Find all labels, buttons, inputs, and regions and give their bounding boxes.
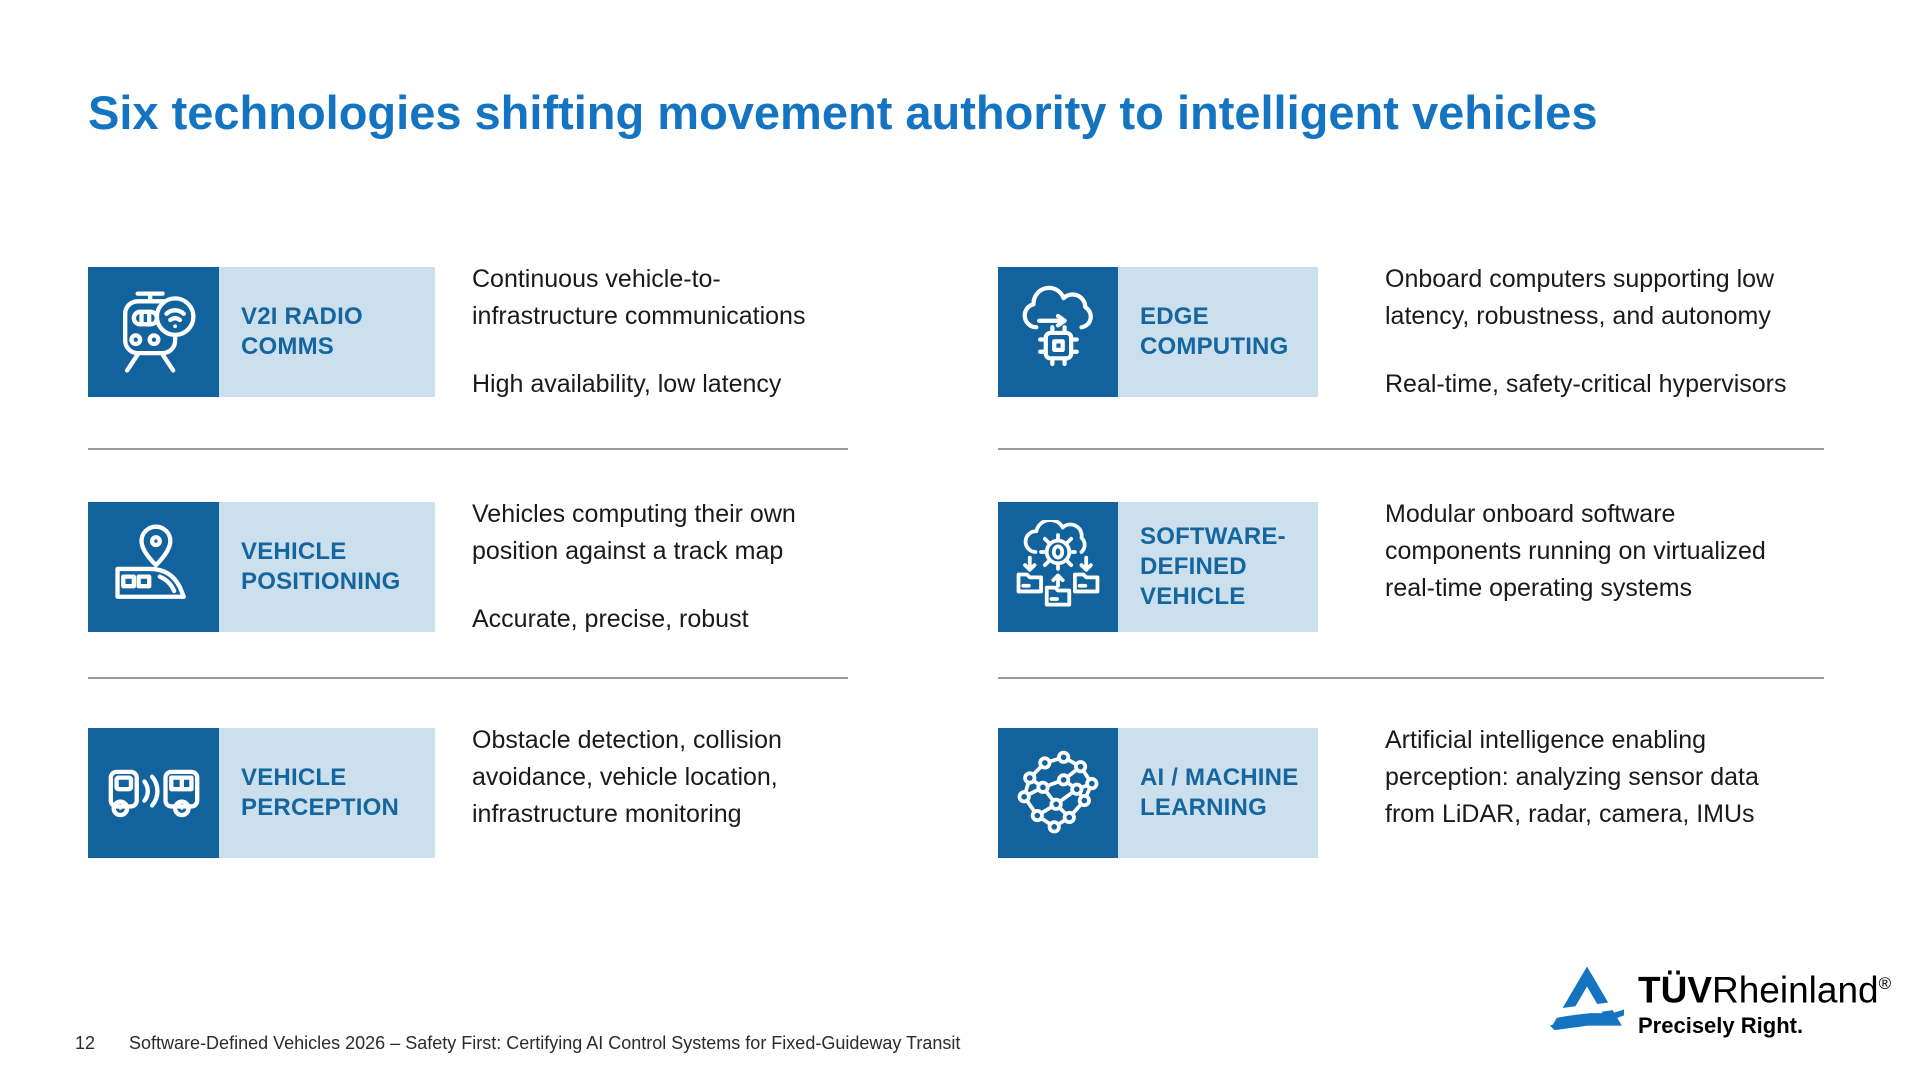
- item-software-defined-vehicle: SOFTWARE- DEFINED VEHICLE Modular onboar…: [998, 500, 1858, 634]
- logo-text: TÜVRheinland® Precisely Right.: [1638, 964, 1891, 1039]
- item-label-box: SOFTWARE- DEFINED VEHICLE: [1118, 502, 1318, 632]
- item-badge: SOFTWARE- DEFINED VEHICLE: [998, 502, 1318, 632]
- item-badge: VEHICLE PERCEPTION: [88, 728, 435, 858]
- description-paragraph: Vehicles computing their own position ag…: [472, 500, 796, 565]
- item-label-box: V2I RADIO COMMS: [219, 267, 435, 397]
- tram-wifi-icon: [88, 267, 219, 397]
- logo-tagline: Precisely Right.: [1638, 1013, 1804, 1039]
- tuv-triangle-icon: [1548, 964, 1626, 1045]
- item-label-box: AI / MACHINE LEARNING: [1118, 728, 1318, 858]
- item-badge: EDGE COMPUTING: [998, 267, 1318, 397]
- divider-line: [88, 677, 848, 679]
- map-pin-train-icon: [88, 502, 219, 632]
- item-badge: AI / MACHINE LEARNING: [998, 728, 1318, 858]
- description-paragraph: Real-time, safety-critical hypervisors: [1385, 370, 1787, 398]
- divider-line: [998, 677, 1824, 679]
- cloud-chip-icon: [998, 267, 1118, 397]
- item-label-box: VEHICLE POSITIONING: [219, 502, 435, 632]
- item-label-box: VEHICLE PERCEPTION: [219, 728, 435, 858]
- footer-text: Software-Defined Vehicles 2026 – Safety …: [129, 1033, 961, 1053]
- registered-trademark: ®: [1878, 974, 1892, 993]
- item-ai-machine-learning: AI / MACHINE LEARNING Artificial intelli…: [998, 726, 1858, 860]
- item-description: Artificial intelligence enabling percept…: [1385, 722, 1865, 864]
- description-paragraph: Onboard computers supporting low latency…: [1385, 265, 1775, 330]
- item-label: AI / MACHINE LEARNING: [1140, 764, 1299, 821]
- item-description: Vehicles computing their own position ag…: [472, 496, 882, 669]
- item-badge: VEHICLE POSITIONING: [88, 502, 435, 632]
- item-label: SOFTWARE- DEFINED VEHICLE: [1140, 523, 1286, 610]
- item-badge: V2I RADIO COMMS: [88, 267, 435, 397]
- item-label: VEHICLE PERCEPTION: [241, 764, 400, 821]
- item-description: Continuous vehicle-to- infrastructure co…: [472, 261, 882, 434]
- page-title: Six technologies shifting movement autho…: [88, 86, 1598, 140]
- description-paragraph: Continuous vehicle-to- infrastructure co…: [472, 265, 806, 330]
- item-label-box: EDGE COMPUTING: [1118, 267, 1318, 397]
- item-label: VEHICLE POSITIONING: [241, 538, 401, 595]
- description-paragraph: Modular onboard software components runn…: [1385, 500, 1766, 602]
- item-vehicle-positioning: VEHICLE POSITIONING Vehicles computing t…: [88, 500, 868, 634]
- divider-line: [88, 448, 848, 450]
- description-paragraph: Artificial intelligence enabling percept…: [1385, 726, 1759, 828]
- item-label: EDGE COMPUTING: [1140, 303, 1289, 360]
- item-v2i-radio-comms: V2I RADIO COMMS Continuous vehicle-to- i…: [88, 265, 868, 399]
- item-edge-computing: EDGE COMPUTING Onboard computers support…: [998, 265, 1858, 399]
- divider-line: [998, 448, 1824, 450]
- item-description: Onboard computers supporting low latency…: [1385, 261, 1865, 434]
- description-paragraph: Accurate, precise, robust: [472, 605, 749, 633]
- tuv-rheinland-logo: TÜVRheinland® Precisely Right.: [1548, 964, 1891, 1045]
- description-paragraph: High availability, low latency: [472, 370, 782, 398]
- item-label: V2I RADIO COMMS: [241, 303, 363, 360]
- item-vehicle-perception: VEHICLE PERCEPTION Obstacle detection, c…: [88, 726, 868, 860]
- description-paragraph: Obstacle detection, collision avoidance,…: [472, 726, 782, 828]
- vehicle-perception-waves-icon: [88, 728, 219, 858]
- slide-footer: 12 Software-Defined Vehicles 2026 – Safe…: [75, 1033, 960, 1054]
- page-number: 12: [75, 1033, 96, 1053]
- neural-brain-icon: [998, 728, 1118, 858]
- item-description: Modular onboard software components runn…: [1385, 496, 1865, 638]
- cloud-gear-folders-icon: [998, 502, 1118, 632]
- logo-brand-name: TÜVRheinland®: [1638, 969, 1892, 1011]
- item-description: Obstacle detection, collision avoidance,…: [472, 722, 882, 864]
